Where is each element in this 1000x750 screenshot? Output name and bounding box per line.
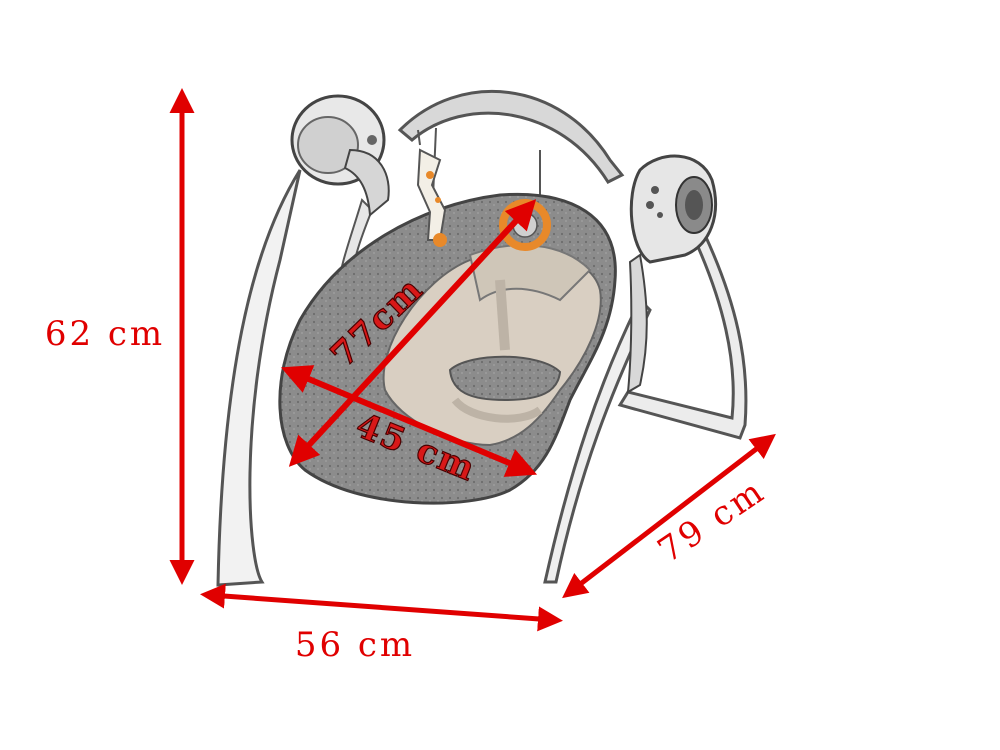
height-label: 62 cm	[45, 314, 165, 354]
toy-bar-arch	[397, 89, 625, 184]
depth-arrow	[562, 433, 776, 599]
harness-pad	[448, 355, 562, 402]
right-rear-leg	[617, 232, 748, 440]
width-arrow	[200, 583, 563, 632]
control-panel-hub	[626, 154, 717, 394]
baby-swing-illustration	[216, 89, 748, 587]
seat-width-arrow	[280, 365, 538, 477]
left-hub	[290, 94, 390, 218]
width-label: 56 cm	[295, 625, 415, 665]
